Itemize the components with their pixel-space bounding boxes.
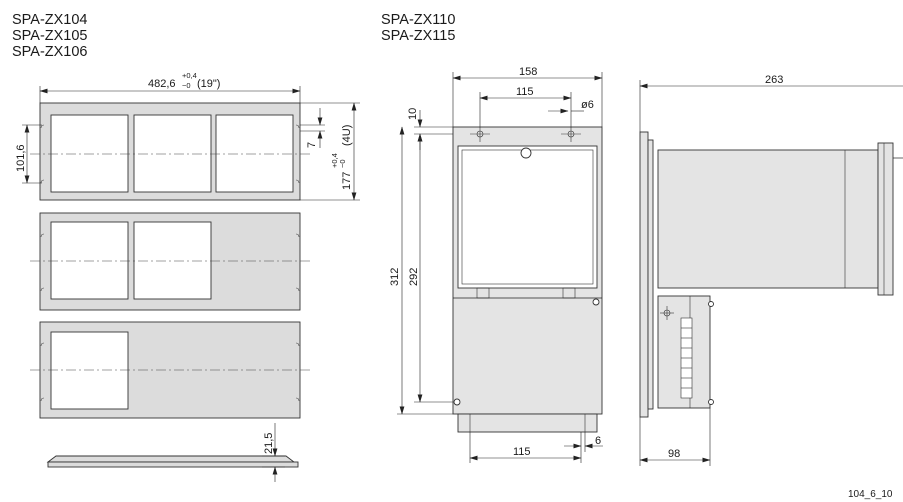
dim-total-height: 312 (389, 268, 401, 286)
dim-front-width: 158 (519, 66, 537, 78)
rack-panel-one-window (30, 321, 310, 419)
model-label-zx104: SPA-ZX104 (12, 12, 88, 28)
dim-depth: 263 (765, 74, 783, 86)
figure-id: 104_6_10 (848, 489, 893, 500)
dim-window-height: 101,6 (15, 144, 27, 172)
dim-rack-width-tol-lower: −0 (182, 81, 191, 90)
dim-offset-7: 7 (306, 142, 318, 148)
model-label-zx115: SPA-ZX115 (381, 28, 455, 44)
dim-hole-diameter: ø6 (581, 99, 594, 111)
dim-slot-width: 6 (595, 435, 601, 447)
model-label-zx106: SPA-ZX106 (12, 44, 88, 60)
dim-bracket-depth: 98 (668, 448, 680, 460)
dim-rack-height-tol-lower: −0 (338, 159, 347, 168)
dim-top-offset: 10 (407, 108, 419, 120)
model-label-zx110: SPA-ZX110 (381, 12, 455, 28)
model-label-zx105: SPA-ZX105 (12, 28, 88, 44)
rack-panel-two-windows (30, 212, 310, 311)
dim-rack-height-unit: (4U) (341, 125, 353, 146)
dim-hole-spacing-top: 115 (516, 86, 534, 98)
dim-hole-spacing-bottom: 115 (513, 446, 531, 458)
dim-rack-width-inch: (19") (197, 78, 220, 90)
case-side-view (639, 131, 903, 418)
case-front-view (452, 126, 603, 433)
dim-hole-spacing-vertical: 292 (408, 268, 420, 286)
dim-rack-width-tol-upper: +0,4 (182, 71, 197, 80)
dim-rack-height: 177 (341, 172, 353, 190)
rack-plate-side-view (46, 455, 299, 468)
rack-panel-three-windows (30, 102, 310, 201)
dim-plate-thickness: 21,5 (263, 433, 275, 454)
dim-rack-width: 482,6 (148, 78, 176, 90)
dim-rack-height-tol-upper: +0,4 (330, 153, 339, 168)
